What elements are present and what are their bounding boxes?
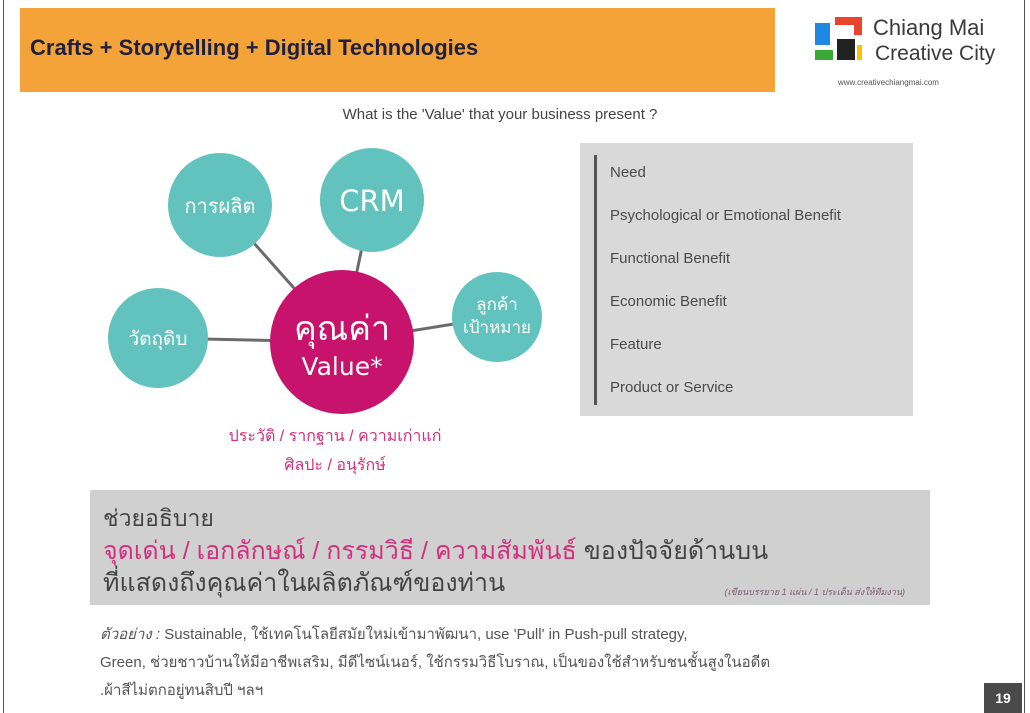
list-item: Functional Benefit [610, 250, 731, 267]
diagram-caption-1: ประวัติ / รากฐาน / ความเก่าแก่ [228, 428, 442, 445]
example-line-1: ตัวอย่าง : Sustainable, ใช้เทคโนโลยีสมัย… [100, 621, 1000, 649]
node-production [168, 153, 272, 257]
logo-icon [815, 17, 862, 60]
explain-line-3: ที่แสดงถึงคุณค่าในผลิตภัณฑ์ของท่าน [103, 569, 506, 597]
explain-highlight: จุดเด่น / เอกลักษณ์ / กรรมวิธี / ความสัม… [103, 537, 577, 565]
logo-text-chiang-mai: Chiang Mai [873, 15, 985, 40]
value-types-panel: Need Psychological or Emotional Benefit … [580, 143, 913, 416]
example-line-1-text: Sustainable, ใช้เทคโนโลยีสมัยใหม่เข้ามาพ… [164, 626, 688, 643]
list-item: Need [610, 164, 646, 181]
center-label-thai: คุณค่า [294, 309, 390, 349]
slide-title: Crafts + Storytelling + Digital Technolo… [30, 35, 479, 60]
list-item: Psychological or Emotional Benefit [610, 207, 841, 224]
explain-title: ช่วยอธิบาย [103, 505, 214, 531]
node-production-label: การผลิต [184, 194, 255, 218]
explain-line-2-rest: ของปัจจัยด้านบน [583, 537, 769, 565]
logo-url: www.creativechiangmai.com [838, 78, 939, 87]
header-bar: Crafts + Storytelling + Digital Technolo… [20, 8, 775, 92]
example-text: ตัวอย่าง : Sustainable, ใช้เทคโนโลยีสมัย… [100, 621, 1000, 705]
value-types-list: Need Psychological or Emotional Benefit … [610, 151, 841, 409]
list-item: Product or Service [610, 379, 734, 396]
node-raw-material-label: วัตถุดิบ [129, 328, 188, 351]
value-panel-bar [594, 155, 597, 405]
value-diagram: การผลิต CRM ลูกค้า เป้าหมาย วัตถุดิบ คุณ… [108, 148, 542, 414]
node-target-customer [452, 272, 542, 362]
explain-line-2: จุดเด่น / เอกลักษณ์ / กรรมวิธี / ความสัม… [103, 535, 768, 567]
slide-frame [3, 0, 1025, 713]
explain-note: (เขียนบรรยาย 1 แผ่น / 1 ประเด็น ส่งให้ที… [724, 587, 905, 597]
list-item: Economic Benefit [610, 293, 727, 310]
node-raw-material [108, 288, 208, 388]
diagram-caption-2: ศิลปะ / อนุรักษ์ [284, 457, 386, 474]
node-target-customer-label-1: ลูกค้า [476, 295, 518, 315]
node-crm [320, 148, 424, 252]
node-center-value [270, 270, 414, 414]
logo-text-creative-city: Creative City [875, 42, 996, 65]
page-number-badge: 19 [984, 683, 1022, 713]
node-target-customer-label-2: เป้าหมาย [463, 318, 531, 338]
value-question: What is the 'Value' that your business p… [342, 106, 658, 123]
center-label-value: Value* [301, 352, 382, 381]
example-line-2: Green, ช่วยชาวบ้านให้มีอาชีพเสริม, มีดีไ… [100, 654, 771, 671]
explain-panel: ช่วยอธิบาย จุดเด่น / เอกลักษณ์ / กรรมวิธ… [90, 490, 930, 605]
node-crm-label: CRM [339, 184, 404, 218]
example-label: ตัวอย่าง : [100, 626, 161, 643]
example-line-3: .ผ้าสีไม่ตกอยู่ทนสิบปี ฯลฯ [100, 682, 264, 699]
list-item: Feature [610, 336, 662, 353]
